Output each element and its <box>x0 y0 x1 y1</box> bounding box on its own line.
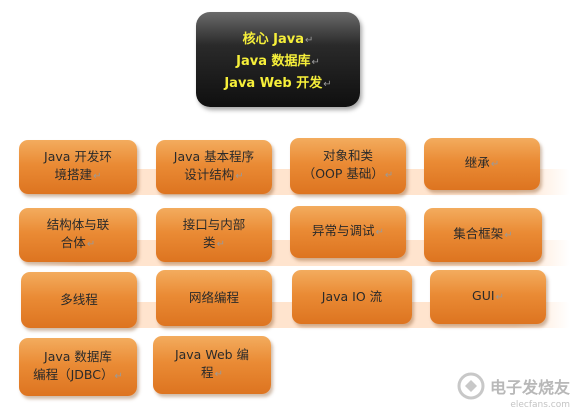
return-mark: ↵ <box>504 230 513 241</box>
topic-text-line: 类↵ <box>203 234 225 254</box>
topic-text: Java 数据库 <box>44 349 112 364</box>
topic-box-java-web: Java Web 编 程↵ <box>153 336 271 394</box>
topic-text: Java 基本程序 <box>173 149 255 164</box>
topic-text: Java Web 编 <box>174 347 250 362</box>
core-line-text: 核心 Java <box>242 32 304 47</box>
return-mark: ↵ <box>214 369 223 380</box>
topic-box-dev-environment: Java 开发环 境搭建↵ <box>19 140 137 194</box>
watermark-text: 电子发烧友 <box>489 378 570 397</box>
topic-text: 类 <box>203 235 216 250</box>
topic-text: 异常与调试 <box>312 223 375 238</box>
topic-text-line: 境搭建↵ <box>55 166 102 186</box>
topic-box-objects-classes: 对象和类 （OOP 基础）↵ <box>290 138 406 194</box>
core-topic-box: 核心 Java↵ Java 数据库↵ Java Web 开发↵ <box>196 12 360 107</box>
topic-text-line: 异常与调试↵ <box>312 222 384 242</box>
return-mark: ↵ <box>490 159 500 170</box>
topic-box-multithreading: 多线程 <box>21 272 137 328</box>
return-mark: ↵ <box>114 371 123 382</box>
watermark: 电子发烧友 elecfans.com <box>456 371 570 410</box>
topic-text: 结构体与联 <box>46 217 110 232</box>
topic-text: 对象和类 <box>322 148 373 163</box>
topic-text: 编程（JDBC） <box>33 367 114 382</box>
return-mark: ↵ <box>235 171 244 182</box>
return-mark: ↵ <box>323 79 332 90</box>
topic-text: 集合框架 <box>453 226 504 241</box>
watermark-logo-icon <box>457 372 485 400</box>
topic-text: 设计结构 <box>184 167 235 182</box>
return-mark: ↵ <box>86 239 96 250</box>
topic-box-basic-structure: Java 基本程序 设计结构↵ <box>156 140 272 194</box>
topic-box-gui: GUI↵ <box>430 270 546 324</box>
return-mark: ↵ <box>495 292 504 303</box>
core-line-text: Java 数据库 <box>236 54 311 69</box>
return-mark: ↵ <box>305 35 314 46</box>
topic-text: 多线程 <box>60 292 98 307</box>
return-mark: ↵ <box>311 57 320 68</box>
topic-text-line: 设计结构↵ <box>184 166 243 186</box>
return-mark: ↵ <box>384 170 394 181</box>
topic-box-jdbc: Java 数据库 编程（JDBC）↵ <box>19 338 137 396</box>
topic-box-network-programming: 网络编程 <box>156 270 272 326</box>
topic-box-java-io: Java IO 流 <box>292 270 412 324</box>
core-line: 核心 Java↵ <box>243 28 314 47</box>
topic-text: Java 开发环 <box>44 149 112 164</box>
topic-text: 合体 <box>60 235 86 250</box>
topic-text-line: 编程（JDBC）↵ <box>33 366 123 386</box>
core-line: Java 数据库↵ <box>236 50 320 69</box>
topic-text: 网络编程 <box>188 290 239 305</box>
topic-text-line: 程↵ <box>201 364 223 384</box>
topic-text-line: （OOP 基础）↵ <box>303 165 394 185</box>
watermark-domain: elecfans.com <box>510 400 570 410</box>
core-line: Java Web 开发↵ <box>224 72 331 91</box>
topic-box-interfaces-inner-classes: 接口与内部 类↵ <box>156 208 272 262</box>
topic-box-struct-union: 结构体与联 合体↵ <box>19 208 137 262</box>
topic-text: （OOP 基础） <box>302 166 384 181</box>
topic-box-collections: 集合框架↵ <box>424 208 542 262</box>
topic-text-line: GUI↵ <box>472 287 504 307</box>
topic-text-line: 集合框架↵ <box>453 225 512 245</box>
topic-box-exceptions-debugging: 异常与调试↵ <box>290 206 406 258</box>
topic-text: 继承 <box>464 155 490 170</box>
topic-text: 境搭建 <box>54 167 93 182</box>
return-mark: ↵ <box>375 227 384 238</box>
topic-text: 接口与内部 <box>182 217 246 232</box>
return-mark: ↵ <box>216 239 225 250</box>
topic-text: 程 <box>201 365 214 380</box>
topic-text-line: 合体↵ <box>61 234 95 254</box>
topic-box-inheritance: 继承↵ <box>424 138 540 190</box>
topic-text: Java IO 流 <box>321 289 383 304</box>
return-mark: ↵ <box>93 171 102 182</box>
topic-text-line: 继承↵ <box>465 154 499 174</box>
core-line-text: Java Web 开发 <box>224 76 323 91</box>
topic-text: GUI <box>472 288 495 303</box>
